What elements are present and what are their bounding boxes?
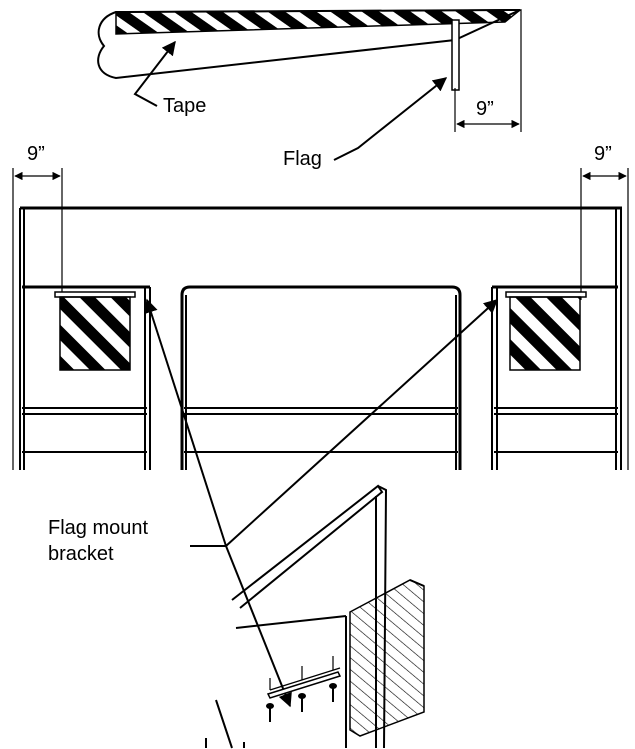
dimension-top-label: 9” (476, 98, 494, 120)
perspective-flag (349, 579, 425, 737)
front-view: 9” 9” (12, 143, 629, 470)
top-detail: 9” Tape Flag (97, 9, 523, 170)
bracket-perspective-detail (205, 484, 425, 749)
right-flag (509, 296, 581, 371)
dimension-right-label: 9” (594, 143, 612, 165)
tape-wedge (97, 9, 521, 80)
bracket-label-line1: Flag mount (48, 517, 148, 539)
tape-label: Tape (163, 95, 206, 117)
perspective-bracket-bar (266, 671, 342, 699)
tape-band (115, 9, 523, 35)
bracket-label-line2: bracket (48, 543, 114, 565)
dimension-left-label: 9” (27, 143, 45, 165)
flag-label: Flag (283, 148, 322, 170)
bracket-leaders: Flag mount bracket (48, 298, 499, 708)
screws (266, 656, 337, 722)
flag-plate (451, 19, 460, 91)
left-flag (59, 296, 131, 371)
